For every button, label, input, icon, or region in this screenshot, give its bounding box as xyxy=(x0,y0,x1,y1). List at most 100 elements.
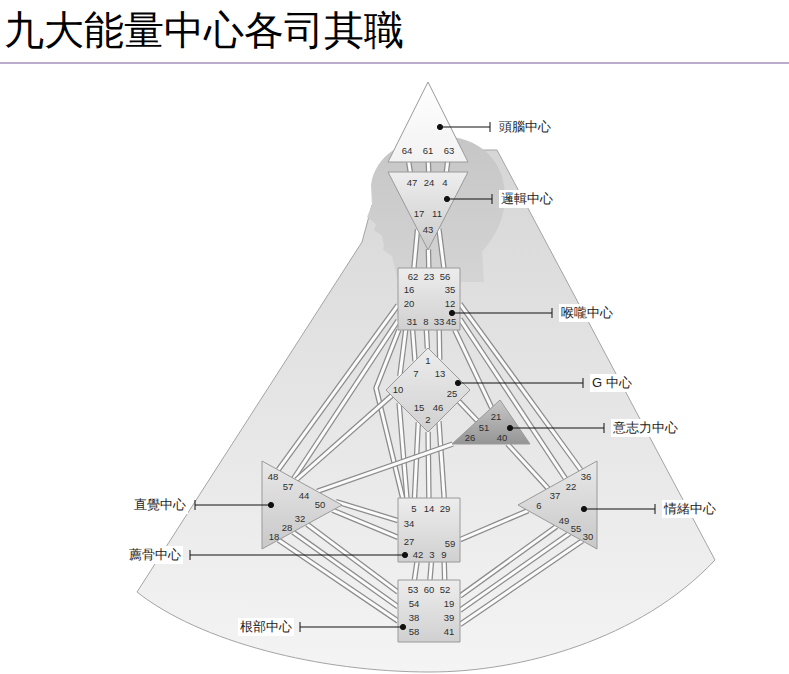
channel-border xyxy=(460,304,581,470)
gate-number: 28 xyxy=(282,523,293,533)
gate-number: 35 xyxy=(445,285,456,295)
leader-tick xyxy=(583,378,584,388)
gate-number: 31 xyxy=(407,317,418,327)
center-label: 薦骨中心 xyxy=(127,546,183,564)
channel-border xyxy=(400,330,406,376)
gate-number: 21 xyxy=(491,412,502,422)
channel-fill xyxy=(427,432,431,498)
leader-tick xyxy=(492,194,493,204)
channel-line xyxy=(460,511,528,540)
leader-line xyxy=(190,555,405,556)
channel-border xyxy=(460,526,557,596)
gate-number: 44 xyxy=(299,491,310,501)
gate-number: 51 xyxy=(479,423,490,433)
channel-fill xyxy=(460,534,569,611)
ego-center: 21512640 xyxy=(452,400,530,444)
gate-number: 29 xyxy=(440,504,451,514)
channel-border xyxy=(296,396,391,480)
leader-line xyxy=(458,383,583,384)
channel-fill xyxy=(443,562,447,580)
channel-line xyxy=(293,532,398,607)
gate-number: 56 xyxy=(440,272,451,282)
gate-number: 26 xyxy=(465,433,476,443)
leader-line xyxy=(584,509,655,510)
gate-number: 11 xyxy=(432,209,442,219)
channel-fill xyxy=(294,321,398,479)
channel-line xyxy=(414,562,417,580)
root-center: 536052541938395841 xyxy=(398,580,460,642)
center-outline xyxy=(386,348,470,432)
gate-number: 6 xyxy=(536,501,541,511)
center-label: 頭腦中心 xyxy=(497,118,553,136)
channel-border xyxy=(460,319,565,479)
gate-number: 62 xyxy=(408,272,419,282)
gate-number: 45 xyxy=(446,317,457,327)
gate-number: 60 xyxy=(424,585,435,595)
leader-tick xyxy=(552,308,553,318)
leader-tick xyxy=(300,622,301,632)
gate-number: 18 xyxy=(269,532,280,542)
channel-fill xyxy=(430,562,432,580)
channel-fill xyxy=(426,330,427,349)
channel-line xyxy=(460,304,581,470)
channel-line xyxy=(446,162,447,172)
channel-border xyxy=(426,249,432,268)
channel-line xyxy=(428,432,430,498)
throat-center: 622356163520123183345 xyxy=(398,268,460,330)
center-shape xyxy=(452,400,530,444)
gate-number: 39 xyxy=(444,613,455,623)
gate-number: 27 xyxy=(404,537,415,547)
gate-number: 49 xyxy=(559,516,570,526)
leader-group xyxy=(190,122,655,632)
center-outline xyxy=(388,172,468,250)
channel-line xyxy=(428,162,429,172)
gate-number: 24 xyxy=(424,178,435,188)
leader-line xyxy=(452,313,552,314)
gate-number: 47 xyxy=(407,178,418,188)
gate-number: 53 xyxy=(408,585,419,595)
channel-border xyxy=(293,532,398,607)
channel-fill xyxy=(307,524,398,592)
channel-line xyxy=(439,229,444,268)
channel-line xyxy=(333,510,399,537)
channel-border xyxy=(426,330,427,349)
gate-number: 30 xyxy=(583,532,594,542)
channel-line xyxy=(296,396,391,480)
channel-fill xyxy=(293,532,398,607)
gate-number: 41 xyxy=(444,627,455,637)
channel-border xyxy=(459,401,478,421)
leader-line xyxy=(447,199,492,200)
channel-border xyxy=(446,162,447,172)
channel-border xyxy=(430,562,432,580)
channel-line xyxy=(414,230,418,268)
leader-line xyxy=(300,627,403,628)
center-outline xyxy=(398,268,460,330)
channel-fill xyxy=(409,162,411,172)
center-outline xyxy=(398,498,460,562)
channel-line xyxy=(428,249,429,268)
gate-number: 22 xyxy=(566,482,577,492)
channel-border xyxy=(399,403,407,498)
channel-fill xyxy=(400,330,406,376)
channel-border xyxy=(307,524,398,592)
channel-fill xyxy=(460,511,528,540)
gate-number: 32 xyxy=(295,514,306,524)
channel-line xyxy=(415,422,419,498)
channel-line xyxy=(426,330,427,349)
channel-border xyxy=(415,422,419,498)
channel-fill xyxy=(508,444,549,488)
channel-border xyxy=(441,562,447,580)
channel-border xyxy=(317,444,453,491)
center-label: 喉嚨中心 xyxy=(559,304,615,322)
channel-fill xyxy=(427,249,430,268)
center-outline xyxy=(398,580,460,642)
channel-fill xyxy=(460,526,557,596)
center-label: 意志力中心 xyxy=(611,419,680,437)
channel-fill xyxy=(414,562,417,580)
channel-fill xyxy=(460,304,581,470)
gate-number: 48 xyxy=(268,472,279,482)
channel-fill xyxy=(439,421,444,498)
channel-border xyxy=(439,421,444,498)
